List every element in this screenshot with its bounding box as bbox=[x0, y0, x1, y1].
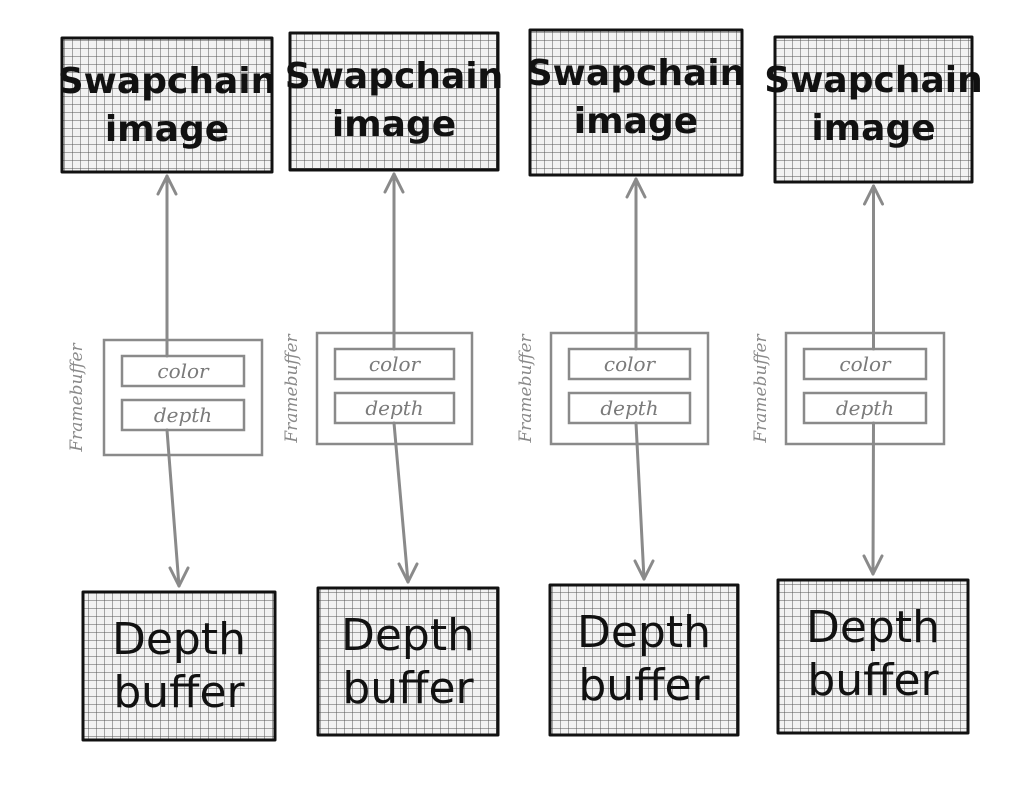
swapchain-box-frame bbox=[773, 35, 974, 184]
arrow-down-line bbox=[165, 428, 181, 588]
depth-box-frame bbox=[81, 590, 277, 742]
swapchain-label-line2: image bbox=[574, 101, 698, 142]
swapchain-image-box: Swapchain image bbox=[764, 35, 983, 184]
depth-slot-label: depth bbox=[836, 396, 894, 420]
column-4: Swapchain image color depth FramebufferDepth… bbox=[751, 35, 983, 735]
framebuffer-color-slot: color bbox=[567, 347, 692, 381]
arrow-to-depth-buffer bbox=[165, 428, 190, 588]
arrow-to-swapchain bbox=[863, 184, 884, 351]
columns-layer: Swapchain image color depth FramebufferDepth… bbox=[58, 28, 983, 742]
arrow-to-depth-buffer bbox=[392, 421, 419, 584]
framebuffer-depth-slot: depth bbox=[802, 391, 928, 425]
swapchain-label-line2: image bbox=[105, 109, 229, 150]
color-slot-label: color bbox=[369, 352, 422, 376]
framebuffer: color depth Framebuffer bbox=[751, 331, 946, 446]
arrow-down-head bbox=[168, 566, 190, 588]
color-slot-label: color bbox=[604, 352, 657, 376]
color-slot-frame bbox=[120, 354, 246, 388]
framebuffer: color depth Framebuffer bbox=[67, 338, 264, 457]
depth-slot-frame bbox=[567, 391, 692, 425]
arrow-up-head bbox=[625, 177, 647, 199]
swapchain-label-line1: Swapchain bbox=[58, 61, 276, 102]
swapchain-box-frame bbox=[60, 36, 274, 174]
arrow-to-depth-buffer bbox=[862, 421, 884, 576]
depth-slot-label: depth bbox=[154, 403, 212, 427]
arrow-up-head bbox=[383, 172, 405, 194]
arrow-down-line bbox=[871, 421, 875, 576]
swapchain-label-line1: Swapchain bbox=[285, 56, 503, 97]
swapchain-box-frame bbox=[288, 31, 500, 172]
depth-label-line2: buffer bbox=[578, 660, 710, 711]
arrow-to-swapchain bbox=[625, 177, 647, 351]
depth-box-frame bbox=[316, 586, 500, 737]
framebuffer-depth-slot: depth bbox=[567, 391, 692, 425]
depth-label-line1: Depth bbox=[341, 610, 475, 661]
depth-slot-frame bbox=[802, 391, 928, 425]
depth-slot-frame bbox=[120, 398, 246, 432]
column-3: Swapchain image color depth FramebufferDepth… bbox=[516, 28, 745, 737]
arrow-down-line bbox=[634, 421, 646, 581]
color-slot-label: color bbox=[157, 359, 210, 383]
depth-slot-label: depth bbox=[365, 396, 423, 420]
depth-box-frame bbox=[548, 583, 740, 737]
arrow-up-head bbox=[156, 174, 178, 196]
depth-label-line2: buffer bbox=[342, 663, 474, 714]
framebuffer-color-slot: color bbox=[333, 347, 456, 381]
framebuffer-side-label: Framebuffer bbox=[282, 333, 302, 443]
framebuffer-side-label: Framebuffer bbox=[751, 333, 771, 443]
swapchain-image-box: Swapchain image bbox=[285, 31, 503, 172]
swapchain-label-line1: Swapchain bbox=[764, 60, 982, 101]
arrow-down-head bbox=[397, 562, 419, 584]
arrow-down-head bbox=[862, 554, 884, 576]
framebuffer: color depth Framebuffer bbox=[282, 331, 474, 446]
column-2: Swapchain image color depth FramebufferDepth… bbox=[282, 31, 503, 737]
framebuffer: color depth Framebuffer bbox=[516, 331, 710, 446]
framebuffer-depth-slot: depth bbox=[120, 398, 246, 432]
framebuffer-depth-slot: depth bbox=[333, 391, 456, 425]
depth-slot-label: depth bbox=[600, 396, 658, 420]
depth-label-line1: Depth bbox=[806, 602, 940, 653]
column-1: Swapchain image color depth FramebufferDepth… bbox=[58, 36, 277, 742]
depth-label-line2: buffer bbox=[113, 667, 245, 718]
arrow-up-head bbox=[863, 184, 884, 206]
depth-label-line1: Depth bbox=[577, 607, 711, 658]
depth-label-line1: Depth bbox=[112, 614, 246, 665]
framebuffer-color-slot: color bbox=[120, 354, 246, 388]
arrow-to-swapchain bbox=[156, 174, 178, 358]
depth-label-line2: buffer bbox=[807, 655, 939, 706]
arrow-to-swapchain bbox=[383, 172, 405, 351]
color-slot-frame bbox=[567, 347, 692, 381]
framebuffer-side-label: Framebuffer bbox=[516, 333, 536, 443]
swapchain-label-line2: image bbox=[811, 108, 935, 149]
framebuffer-side-label: Framebuffer bbox=[67, 342, 87, 452]
depth-slot-frame bbox=[333, 391, 456, 425]
depth-box-frame bbox=[776, 578, 970, 735]
swapchain-box-frame bbox=[528, 28, 744, 177]
color-slot-frame bbox=[802, 347, 928, 381]
arrow-to-depth-buffer bbox=[633, 421, 655, 581]
color-slot-label: color bbox=[839, 352, 892, 376]
swapchain-label-line2: image bbox=[332, 104, 456, 145]
swapchain-image-box: Swapchain image bbox=[527, 28, 745, 177]
framebuffer-color-slot: color bbox=[802, 347, 928, 381]
swapchain-image-box: Swapchain image bbox=[58, 36, 276, 174]
swapchain-label-line1: Swapchain bbox=[527, 53, 745, 94]
arrow-down-line bbox=[392, 421, 410, 584]
arrow-down-head bbox=[633, 559, 655, 581]
